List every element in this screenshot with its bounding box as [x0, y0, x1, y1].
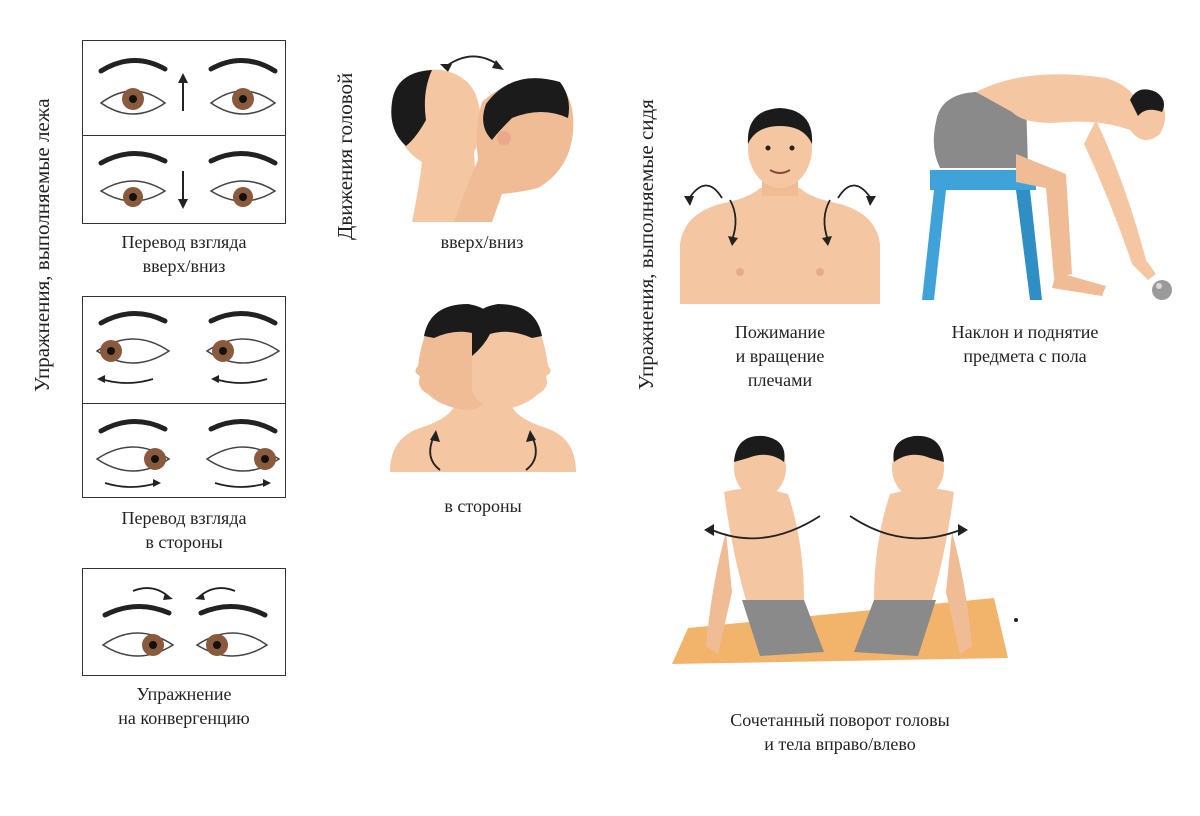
head-sides-illustration — [390, 304, 576, 472]
gaze-updown-illustration — [98, 58, 278, 209]
section-label-sitting: Упражнения, выполняемые сидя — [634, 99, 658, 390]
gaze-updown-panel — [82, 40, 286, 224]
caption-head-sides: в стороны — [444, 496, 522, 516]
caption-gaze-updown: Перевод взгляда вверх/вниз — [121, 232, 247, 276]
convergence-panel — [82, 568, 286, 676]
head-updown-illustration — [391, 55, 574, 222]
section-label-head: Движения головой — [333, 72, 357, 240]
bend-illustration — [922, 74, 1172, 300]
caption-gaze-sides: Перевод взгляда в стороны — [121, 508, 247, 552]
caption-bend: Наклон и поднятие предмета с пола — [951, 322, 1099, 366]
section-label-lying: Упражнения, выполняемые лежа — [30, 98, 54, 392]
gaze-sides-panel — [82, 296, 286, 498]
gaze-sides-illustration — [95, 310, 281, 488]
shoulders-illustration — [680, 108, 880, 304]
convergence-illustration — [101, 587, 269, 657]
rotation-illustration — [672, 435, 1018, 664]
caption-convergence: Упражнение на конвергенцию — [118, 684, 250, 728]
caption-head-updown: вверх/вниз — [440, 232, 524, 252]
caption-rotation: Сочетанный поворот головы и тела вправо/… — [730, 710, 950, 754]
caption-shoulders: Пожимание и вращение плечами — [734, 322, 826, 390]
